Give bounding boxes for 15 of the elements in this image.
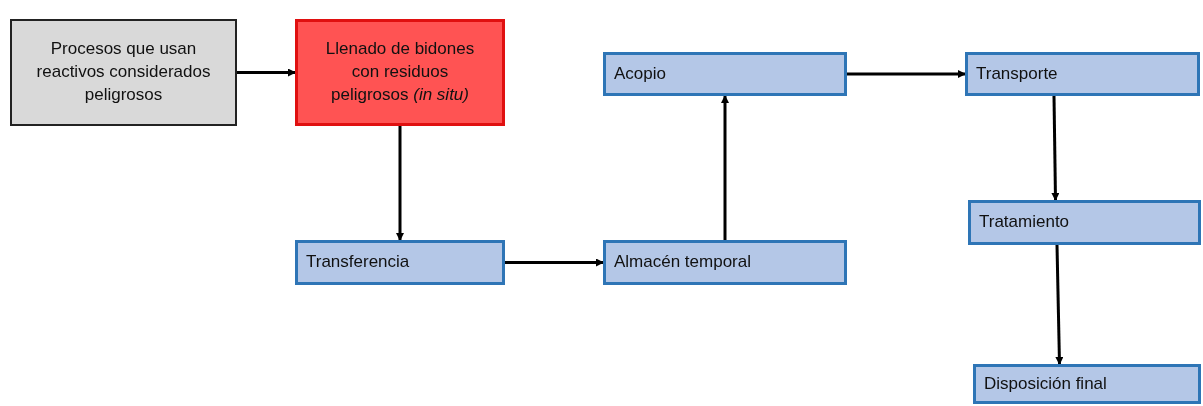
process-box: Transferencia [295,240,505,285]
arrow [1051,95,1060,201]
process-box: Tratamiento [968,200,1201,245]
process-box: Disposición final [973,364,1201,404]
process-box: Transporte [965,52,1200,96]
process-box: Llenado de bidones con residuos peligrosos (in situ) [295,19,505,126]
process-box: Acopio [603,52,847,96]
arrow [237,68,296,77]
process-box: Almacén temporal [603,240,847,285]
arrow [1055,244,1064,365]
arrow [505,258,604,267]
arrow [721,95,729,240]
arrow [396,126,404,241]
arrow [847,70,966,78]
process-box: Procesos que usan reactivos considerados peligrosos [10,19,237,126]
